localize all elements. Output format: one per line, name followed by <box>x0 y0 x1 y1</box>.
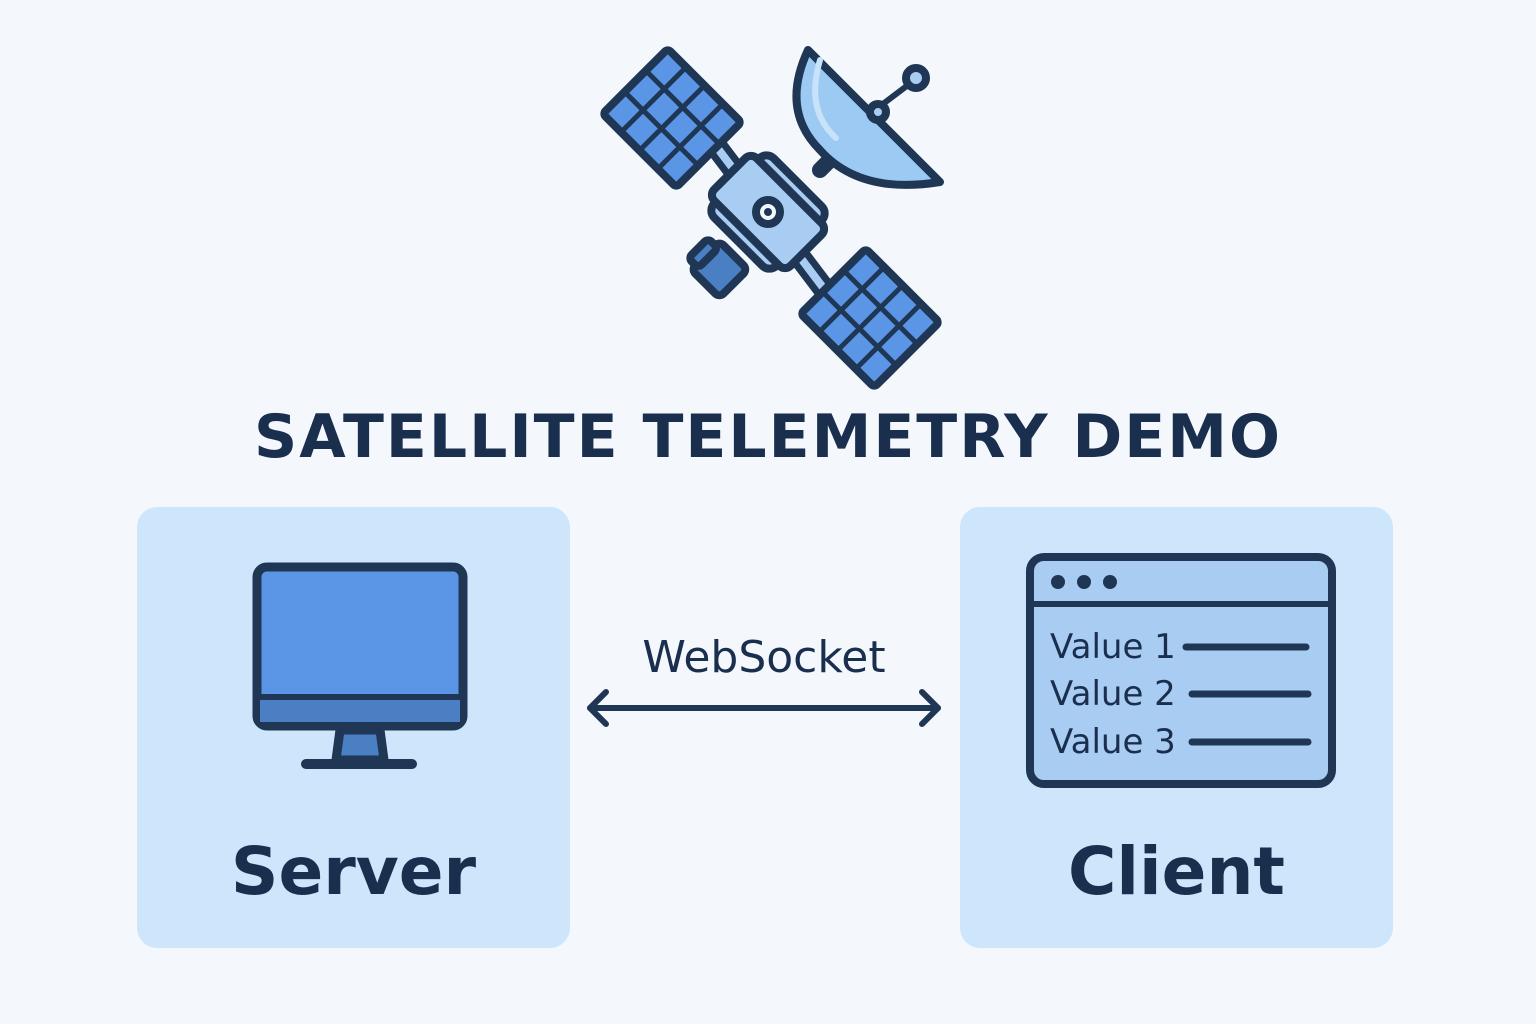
window-controls <box>1051 575 1117 589</box>
websocket-label: WebSocket <box>642 632 886 683</box>
client-value-1: Value 1 <box>1050 627 1176 667</box>
monitor-icon <box>252 562 468 769</box>
client-label: Client <box>1068 833 1285 910</box>
bidirectional-arrow-icon <box>587 689 941 727</box>
client-value-2: Value 2 <box>1050 674 1176 714</box>
browser-window-icon <box>1026 553 1336 788</box>
client-value-3: Value 3 <box>1050 722 1176 762</box>
server-label: Server <box>230 833 477 910</box>
page-title: SATELLITE TELEMETRY DEMO <box>253 402 1282 472</box>
satellite-icon <box>600 46 944 390</box>
